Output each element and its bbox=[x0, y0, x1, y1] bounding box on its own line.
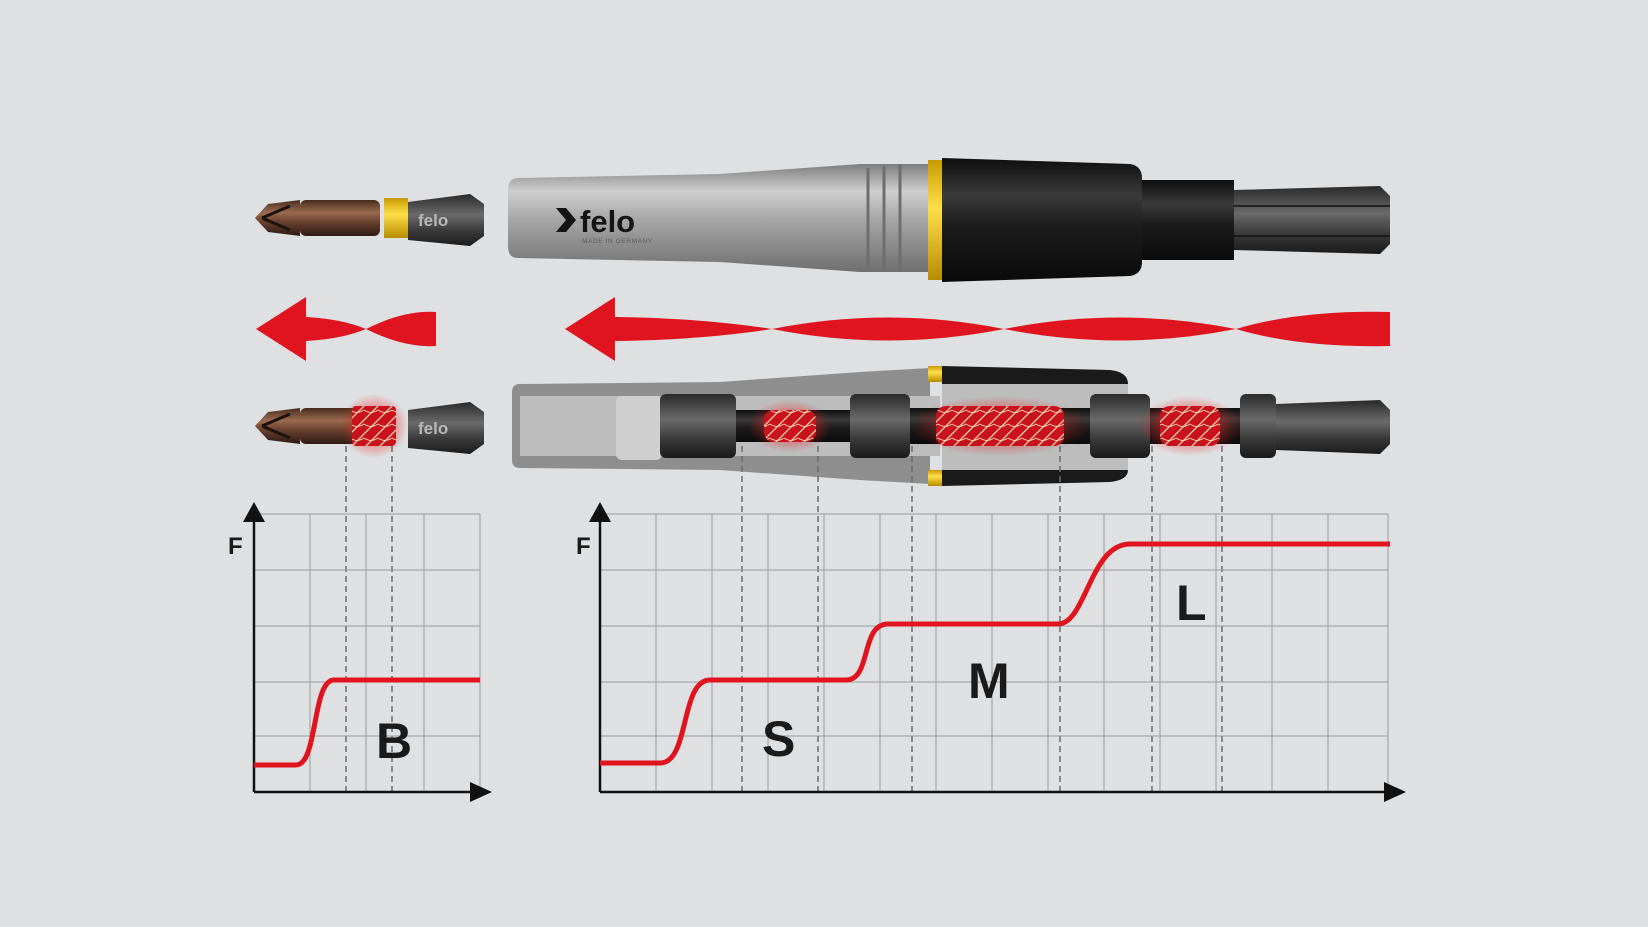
bit-holder-top: felo MADE IN GERMANY bbox=[508, 158, 1390, 282]
bit-top: felo bbox=[255, 194, 484, 246]
chart-left-grid bbox=[254, 513, 481, 792]
x-axis-arrow-icon bbox=[470, 782, 492, 802]
yellow-ring bbox=[928, 160, 942, 280]
yellow-ring bbox=[928, 366, 942, 382]
holder-cutaway bbox=[512, 366, 1390, 486]
chart-right-zone-label-l: L bbox=[1176, 575, 1207, 631]
felo-arrow-logo-icon bbox=[556, 208, 576, 232]
chart-right-zone-label-s: S bbox=[762, 711, 795, 767]
chart-left: F B bbox=[228, 502, 492, 802]
torsion-bit: felo bbox=[255, 394, 484, 458]
zone-guide-lines bbox=[345, 446, 1223, 792]
chart-right-y-axis-label: F bbox=[576, 533, 591, 560]
torque-arrow-icon bbox=[256, 297, 436, 361]
torsion-zone-l bbox=[1160, 406, 1220, 446]
chart-left-zone-label-b: B bbox=[376, 713, 412, 769]
y-axis-arrow-icon bbox=[243, 502, 265, 522]
chart-left-force-curve bbox=[254, 677, 480, 768]
y-axis-arrow-icon bbox=[589, 502, 611, 522]
torque-arrow-icon bbox=[565, 297, 1390, 361]
x-axis-arrow-icon bbox=[1384, 782, 1406, 802]
chart-right: F S M L bbox=[576, 502, 1406, 802]
bit-brand-label: felo bbox=[418, 419, 448, 438]
bit-brand-label: felo bbox=[418, 211, 448, 230]
torsion-zone-s bbox=[764, 410, 816, 442]
yellow-ring bbox=[928, 470, 942, 486]
chart-left-y-axis-label: F bbox=[228, 533, 243, 560]
chart-right-zone-label-m: M bbox=[968, 653, 1010, 709]
holder-brand-label: felo bbox=[580, 204, 635, 239]
torsion-zone-m bbox=[936, 406, 1064, 446]
torsion-zone-b bbox=[352, 406, 396, 446]
yellow-ring bbox=[384, 198, 408, 238]
holder-brand-subtext: MADE IN GERMANY bbox=[582, 238, 653, 245]
chart-right-force-curve bbox=[600, 541, 1390, 766]
